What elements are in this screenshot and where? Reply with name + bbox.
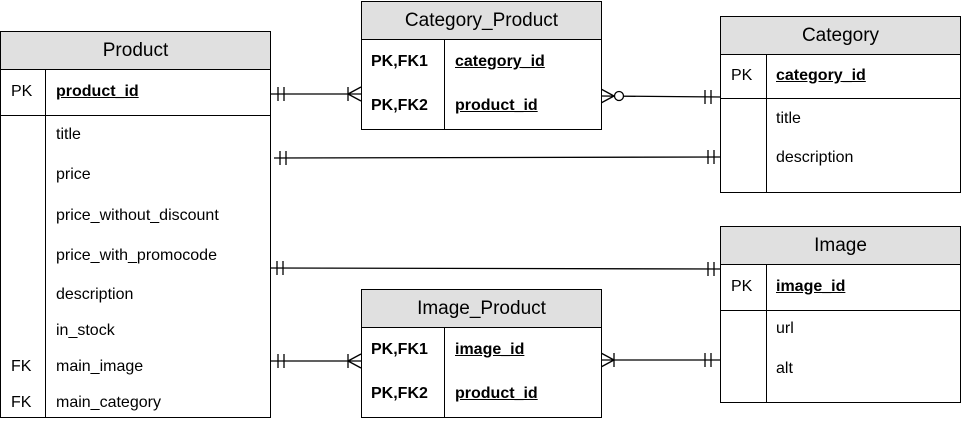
pk-field: image_id xyxy=(776,278,846,295)
key-label: PK,FK1 xyxy=(371,53,428,70)
category-product-entity: Category_Product PK,FK1 category_id PK,F… xyxy=(361,1,602,130)
primary-key-row: PK image_id xyxy=(721,265,960,311)
primary-key-row: PK category_id xyxy=(721,55,960,99)
entity-title: Category_Product xyxy=(362,2,601,40)
product-entity: Product PK product_id title price price_… xyxy=(0,31,271,418)
field-price-with-promocode: price_with_promocode xyxy=(56,247,217,264)
rel-product-category xyxy=(273,150,722,165)
field-description: description xyxy=(776,149,854,166)
fk-label: FK xyxy=(11,394,32,411)
field-description: description xyxy=(56,286,134,303)
key-label: PK,FK1 xyxy=(371,341,428,358)
field-category-id: category_id xyxy=(455,53,545,70)
field-image-id: image_id xyxy=(455,341,525,358)
pk-field: category_id xyxy=(776,67,866,84)
primary-key-row: PK product_id xyxy=(1,70,270,116)
field-main-image: main_image xyxy=(56,358,144,375)
field-alt: alt xyxy=(776,360,793,377)
pk-label: PK xyxy=(731,278,753,295)
field-in-stock: in_stock xyxy=(56,322,115,339)
pk-label: PK xyxy=(11,83,33,100)
entity-title: Product xyxy=(1,32,270,70)
pk-label: PK xyxy=(731,67,753,84)
rel-product-image xyxy=(270,261,722,276)
field-product-id: product_id xyxy=(455,385,538,402)
pk-field: product_id xyxy=(56,83,139,100)
rel-category-product-category xyxy=(600,88,722,104)
image-product-entity: Image_Product PK,FK1 image_id PK,FK2 pro… xyxy=(361,289,602,418)
field-url: url xyxy=(776,320,794,337)
field-price: price xyxy=(56,166,91,183)
entity-title: Image xyxy=(721,227,960,265)
category-entity: Category PK category_id title descriptio… xyxy=(720,16,961,193)
rel-product-image-product xyxy=(271,353,362,369)
field-title: title xyxy=(56,126,81,143)
rel-product-category-product xyxy=(271,86,362,102)
rel-image-product-image xyxy=(600,352,721,368)
entity-title: Image_Product xyxy=(362,290,601,328)
field-main-category: main_category xyxy=(56,394,161,411)
field-price-without-discount: price_without_discount xyxy=(56,207,219,224)
field-title: title xyxy=(776,110,801,127)
fk-label: FK xyxy=(11,358,32,375)
field-product-id: product_id xyxy=(455,97,538,114)
key-label: PK,FK2 xyxy=(371,97,428,114)
entity-title: Category xyxy=(721,17,960,55)
image-entity: Image PK image_id url alt xyxy=(720,226,961,403)
key-label: PK,FK2 xyxy=(371,385,428,402)
